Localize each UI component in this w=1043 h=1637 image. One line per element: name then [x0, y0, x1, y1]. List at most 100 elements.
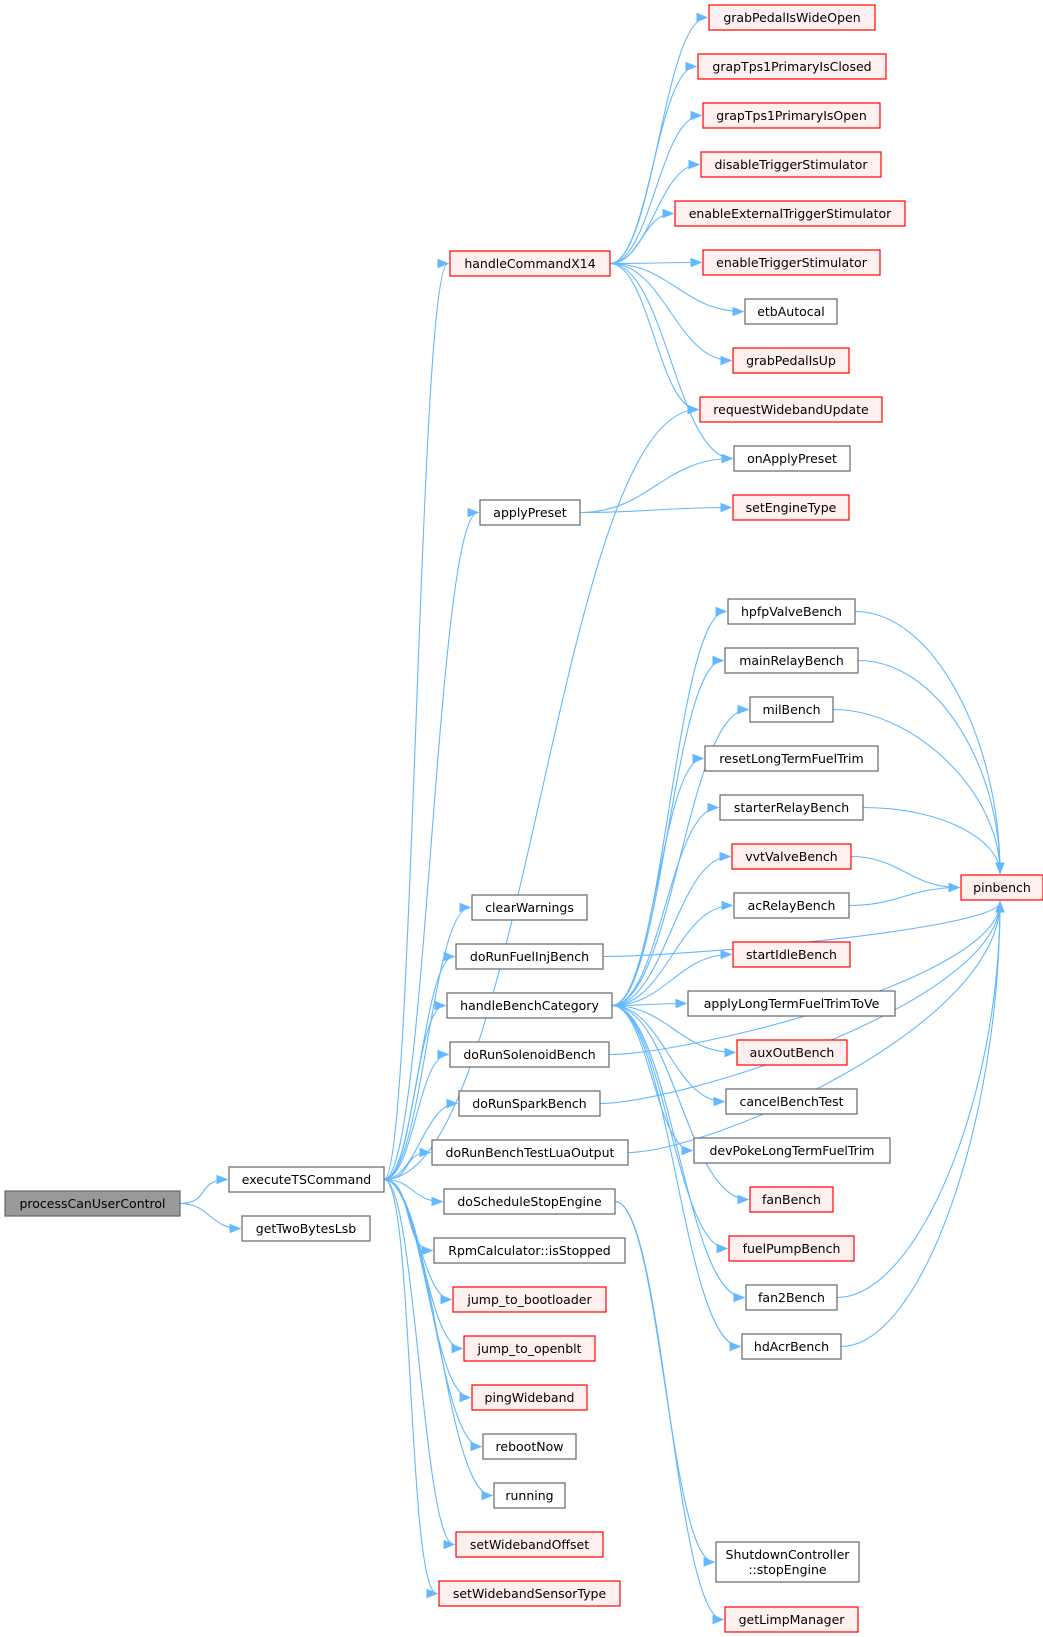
node-box — [241, 1215, 371, 1242]
arrowhead-icon — [720, 355, 733, 366]
arrowhead-icon — [459, 902, 472, 913]
node-startIdleBench[interactable]: startIdleBench — [732, 941, 851, 968]
arrowhead-icon — [948, 882, 961, 893]
node-applyLongTermFuelTrimToVe[interactable]: applyLongTermFuelTrimToVe — [687, 990, 896, 1017]
node-doRunFuelInjBench[interactable]: doRunFuelInjBench — [455, 943, 604, 970]
node-requestWidebandUpdate[interactable]: requestWidebandUpdate — [699, 396, 883, 423]
arrowhead-icon — [681, 1145, 694, 1156]
node-label: applyLongTermFuelTrimToVe — [704, 996, 880, 1011]
node-jump_to_openblt[interactable]: jump_to_openblt — [463, 1335, 596, 1362]
edge-applyPreset-to-setEngineType — [579, 506, 732, 514]
node-setWidebandOffset[interactable]: setWidebandOffset — [455, 1531, 604, 1558]
node-enableTriggerStimulator[interactable]: enableTriggerStimulator — [702, 249, 881, 276]
node-label: fan2Bench — [758, 1290, 825, 1305]
node-pinbench[interactable]: pinbench — [960, 874, 1043, 901]
arrowhead-icon — [446, 1098, 459, 1109]
arrowhead-icon — [720, 949, 733, 960]
edge-handleCommandX14-to-enableExternalTriggerStimulator — [609, 212, 674, 265]
node-box — [745, 1284, 838, 1311]
edge-executeTSCommand-to-applyPreset — [383, 511, 479, 1181]
node-doRunSolenoidBench[interactable]: doRunSolenoidBench — [449, 1041, 610, 1068]
node-getLimpManager[interactable]: getLimpManager — [724, 1606, 859, 1633]
node-label: milBench — [762, 702, 820, 717]
edge-doRunFuelInjBench-to-pinbench — [602, 901, 1001, 958]
edge-handleBenchCategory-to-startIdleBench — [611, 953, 732, 1007]
node-executeTSCommand[interactable]: executeTSCommand — [228, 1166, 385, 1193]
edge-executeTSCommand-to-requestWidebandUpdate — [383, 408, 699, 1181]
node-handleCommandX14[interactable]: handleCommandX14 — [449, 250, 611, 277]
edge-doRunBenchTestLuaOutput-to-pinbench — [627, 901, 1001, 1154]
arrowhead-icon — [229, 1223, 242, 1234]
node-fuelPumpBench[interactable]: fuelPumpBench — [728, 1235, 855, 1262]
edge-executeTSCommand-to-handleBenchCategory — [383, 1004, 446, 1181]
edge-doRunSolenoidBench-to-pinbench — [608, 901, 1001, 1056]
arrowhead-icon — [712, 1614, 725, 1625]
node-grabPedalIsWideOpen[interactable]: grabPedalIsWideOpen — [708, 4, 876, 31]
node-box — [724, 647, 859, 674]
node-mainRelayBench[interactable]: mainRelayBench — [724, 647, 859, 674]
node-grapTps1PrimaryIsClosed[interactable]: grapTps1PrimaryIsClosed — [697, 53, 887, 80]
node-label: acRelayBench — [748, 898, 836, 913]
edge-handleBenchCategory-to-fuelPumpBench — [611, 1004, 728, 1250]
node-setWidebandSensorType[interactable]: setWidebandSensorType — [438, 1580, 621, 1607]
node-etbAutocal[interactable]: etbAutocal — [744, 298, 838, 325]
edge-vvtValveBench-to-pinbench — [850, 855, 960, 889]
edge-executeTSCommand-to-handleCommandX14 — [383, 262, 449, 1181]
arrowhead-icon — [692, 753, 705, 764]
node-hdAcrBench[interactable]: hdAcrBench — [741, 1333, 842, 1360]
node-label: executeTSCommand — [242, 1172, 371, 1187]
arrowhead-icon — [419, 1147, 432, 1158]
arrowhead-icon — [729, 1341, 742, 1352]
node-cancelBenchTest[interactable]: cancelBenchTest — [725, 1088, 858, 1115]
node-box — [708, 4, 876, 31]
node-auxOutBench[interactable]: auxOutBench — [736, 1039, 848, 1066]
node-setEngineType[interactable]: setEngineType — [732, 494, 850, 521]
edge-handleCommandX14-to-enableTriggerStimulator — [609, 261, 702, 265]
arrowhead-icon — [703, 1557, 716, 1567]
node-getTwoBytesLsb[interactable]: getTwoBytesLsb — [241, 1215, 371, 1242]
node-acRelayBench[interactable]: acRelayBench — [733, 892, 850, 919]
node-RpmCalculator_isStopped[interactable]: RpmCalculator::isStopped — [433, 1237, 626, 1264]
node-fan2Bench[interactable]: fan2Bench — [745, 1284, 838, 1311]
edge-applyPreset-to-onApplyPreset — [579, 457, 733, 514]
node-starterRelayBench[interactable]: starterRelayBench — [719, 794, 864, 821]
arrowhead-icon — [732, 306, 745, 317]
node-disableTriggerStimulator[interactable]: disableTriggerStimulator — [700, 151, 882, 178]
node-clearWarnings[interactable]: clearWarnings — [471, 894, 588, 921]
node-doRunSparkBench[interactable]: doRunSparkBench — [458, 1090, 601, 1117]
arrowhead-icon — [437, 258, 450, 269]
node-applyPreset[interactable]: applyPreset — [479, 499, 581, 526]
node-grabPedalIsUp[interactable]: grabPedalIsUp — [732, 347, 850, 374]
node-box — [471, 894, 588, 921]
node-running[interactable]: running — [493, 1482, 566, 1509]
node-processCanUserControl[interactable]: processCanUserControl — [4, 1190, 181, 1217]
node-hpfpValveBench[interactable]: hpfpValveBench — [727, 598, 856, 625]
node-box — [687, 990, 896, 1017]
node-doRunBenchTestLuaOutput[interactable]: doRunBenchTestLuaOutput — [431, 1139, 629, 1166]
node-resetLongTermFuelTrim[interactable]: resetLongTermFuelTrim — [704, 745, 879, 772]
node-box — [960, 874, 1043, 901]
node-pingWideband[interactable]: pingWideband — [471, 1384, 588, 1411]
node-vvtValveBench[interactable]: vvtValveBench — [731, 843, 852, 870]
node-rebootNow[interactable]: rebootNow — [482, 1433, 577, 1460]
node-milBench[interactable]: milBench — [749, 696, 834, 723]
node-label: devPokeLongTermFuelTrim — [710, 1143, 875, 1158]
node-enableExternalTriggerStimulator[interactable]: enableExternalTriggerStimulator — [674, 200, 906, 227]
node-grapTps1PrimaryIsOpen[interactable]: grapTps1PrimaryIsOpen — [702, 102, 881, 129]
node-devPokeLongTermFuelTrim[interactable]: devPokeLongTermFuelTrim — [693, 1137, 891, 1164]
node-handleBenchCategory[interactable]: handleBenchCategory — [446, 992, 613, 1019]
node-label: setWidebandSensorType — [453, 1586, 607, 1601]
node-label: applyPreset — [493, 505, 566, 520]
node-jump_to_bootloader[interactable]: jump_to_bootloader — [452, 1286, 607, 1313]
node-label: pinbench — [973, 880, 1031, 895]
node-fanBench[interactable]: fanBench — [749, 1186, 834, 1213]
node-label: rebootNow — [496, 1439, 564, 1454]
node-box — [744, 298, 838, 325]
node-box — [693, 1137, 891, 1164]
node-box — [741, 1333, 842, 1360]
node-ShutdownController_stopEngine[interactable]: ShutdownController::stopEngine — [715, 1541, 860, 1583]
edge-handleCommandX14-to-grapTps1PrimaryIsOpen — [609, 114, 702, 265]
node-doScheduleStopEngine[interactable]: doScheduleStopEngine — [443, 1188, 616, 1215]
node-onApplyPreset[interactable]: onApplyPreset — [733, 445, 851, 472]
